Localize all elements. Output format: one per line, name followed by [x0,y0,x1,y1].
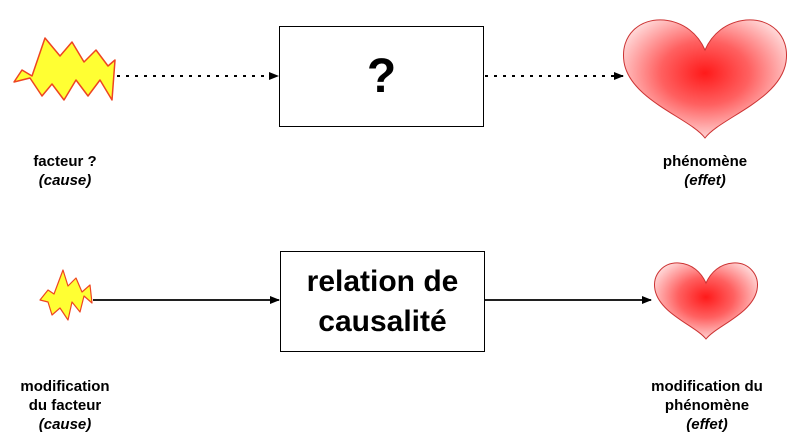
causal-relation-line2: causalité [318,304,447,338]
top-effect-label: phénomène (effet) [640,152,770,190]
heart-icon-large [623,19,787,139]
lightning-bolt-icon-small [39,269,93,321]
causal-relation-line1: relation de [306,264,459,298]
bottom-cause-subtext: (cause) [38,416,92,433]
top-cause-text: facteur ? [33,153,97,170]
bottom-cause-line1: modification [20,378,110,395]
heart-icon-small [654,262,758,340]
bottom-cause-line2: du facteur [28,397,102,414]
top-effect-subtext: (effet) [684,172,726,189]
top-effect-text: phénomène [662,153,748,170]
unknown-mechanism-box: ? [279,26,484,127]
lightning-bolt-icon-large [13,37,116,101]
bottom-cause-label: modification du facteur (cause) [5,377,125,434]
unknown-mechanism-text: ? [366,50,397,103]
bottom-effect-label: modification du phénomène (effet) [636,377,778,434]
causal-relation-box: relation de causalité [280,251,485,352]
top-cause-subtext: (cause) [38,172,92,189]
bottom-effect-line2: phénomène [664,397,750,414]
top-cause-label: facteur ? (cause) [10,152,120,190]
bottom-effect-line1: modification du [651,378,763,395]
bottom-effect-subtext: (effet) [686,416,728,433]
